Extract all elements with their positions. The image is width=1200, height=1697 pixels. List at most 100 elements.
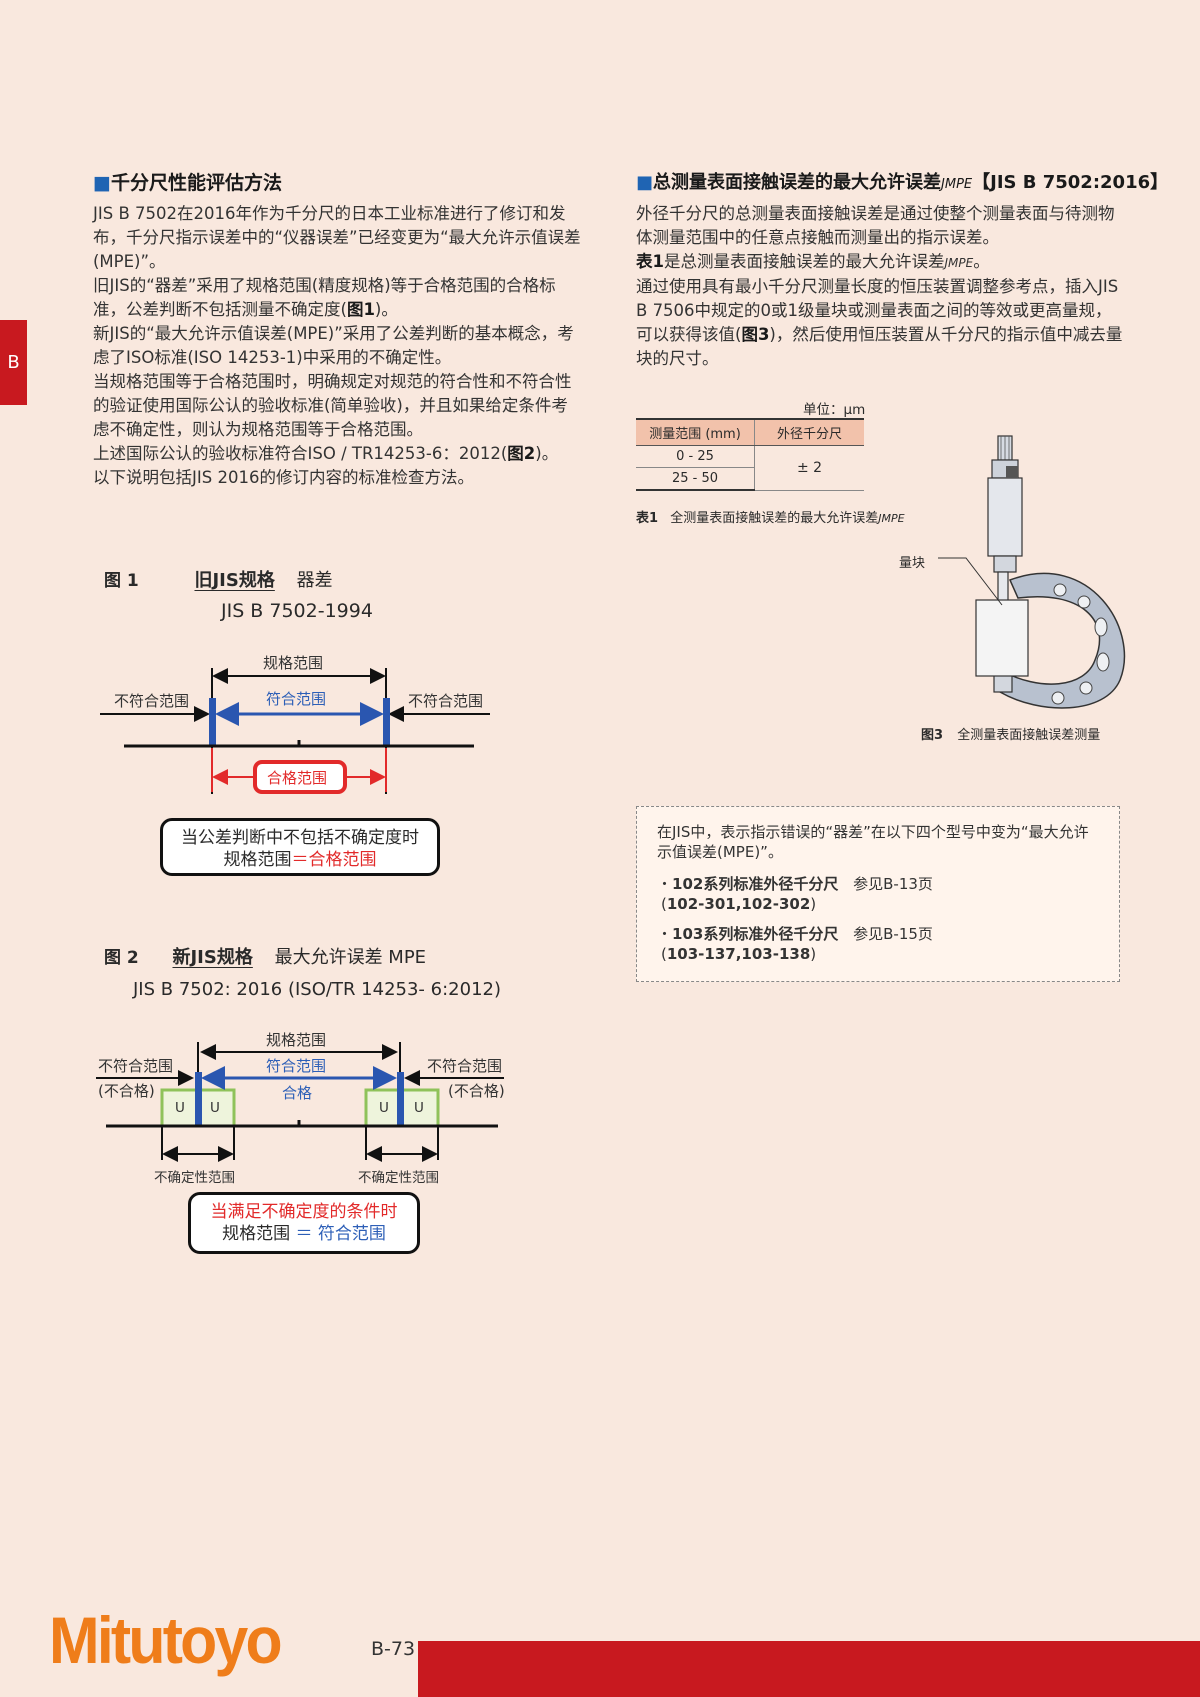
fig2-code: JIS B 7502: 2016 (ISO/TR 14253- 6:2012) — [133, 979, 501, 1000]
fig2-note-line2: 规格范围 ＝ 符合范围 — [191, 1223, 417, 1245]
fig1-note-line2: 规格范围＝合格范围 — [163, 849, 437, 871]
right-p3-ref: 图3 — [741, 325, 770, 344]
right-p2-symbol: JMPE — [944, 256, 974, 270]
left-paragraph-pre: 以下说明包括JIS 2016的修订内容的标准检查方法。 — [93, 468, 474, 487]
left-paragraph: 旧JIS的“器差”采用了规格范围(精度规格)等于合格范围的合格标准，公差判断不包… — [93, 274, 583, 322]
fig2-nonconform-left: 不符合范围 — [98, 1057, 174, 1075]
table1-header: 外径千分尺 — [754, 418, 864, 446]
right-p2-text: 是总测量表面接触误差的最大允许误差 — [663, 252, 945, 271]
left-heading-text: 千分尺性能评估方法 — [110, 172, 282, 194]
u-label: U — [414, 1100, 424, 1116]
fig2-term: 最大允许误差 MPE — [274, 947, 427, 968]
left-paragraph-pre: 新JIS的“最大允许示值误差(MPE)”采用了公差判断的基本概念，考虑了ISO标… — [93, 324, 574, 367]
table1-caption-text: 全测量表面接触误差的最大允许误差 — [670, 511, 879, 526]
left-paragraph: 以下说明包括JIS 2016的修订内容的标准检查方法。 — [93, 466, 583, 490]
micrometer-illustration — [938, 435, 1126, 709]
table-cell: 0 - 25 — [636, 445, 755, 468]
heading-square-icon: ■ — [636, 172, 654, 193]
fig1-pass-label: 合格范围 — [267, 769, 328, 787]
fig1-number: 图 1 — [104, 571, 139, 591]
table1-caption-no: 表1 — [636, 511, 659, 526]
left-paragraph-pre: JIS B 7502在2016年作为千分尺的日本工业标准进行了修订和发布，千分尺… — [93, 204, 581, 271]
left-paragraph-pre: 旧JIS的“器差”采用了规格范围(精度规格)等于合格范围的合格标准，公差判断不包… — [93, 276, 556, 319]
left-paragraph-post: )。 — [535, 444, 559, 463]
mitutoyo-logo[interactable]: Mitutoyo — [49, 1603, 283, 1677]
table1-caption: 表1 全测量表面接触误差的最大允许误差JMPE — [636, 507, 905, 526]
fig1-note-spec: 规格范围 — [223, 850, 292, 870]
fig1-nonconform-right: 不符合范围 — [408, 692, 484, 710]
gauge-block-label: 量块 — [899, 556, 926, 571]
footer-bar — [418, 1641, 1200, 1697]
right-p2: 表1是总测量表面接触误差的最大允许误差JMPE。 — [636, 250, 1124, 275]
left-paragraph-pre: 当规格范围等于合格范围时，明确规定对规范的符合性和不符合性的验证使用国际公认的验… — [93, 372, 572, 439]
note-item: ・102系列标准外径千分尺 参见B-13页 (102-301,102-302) — [657, 875, 933, 913]
left-paragraph: JIS B 7502在2016年作为千分尺的日本工业标准进行了修订和发布，千分尺… — [93, 202, 583, 274]
table-row: 25 - 50 — [636, 467, 864, 491]
fig2-conform-label: 符合范围 — [266, 1057, 327, 1075]
fig2-nonconform-left-sub: (不合格) — [98, 1082, 155, 1100]
right-body: 外径千分尺的总测量表面接触误差是通过使整个测量表面与待测物体测量范围中的任意点接… — [636, 202, 1124, 371]
note-item-title: 102系列标准外径千分尺 — [672, 875, 839, 893]
fig2-nonconform-right: 不符合范围 — [427, 1057, 503, 1075]
table1-unit: 单位：μm — [803, 402, 866, 418]
fig1-diagram — [100, 668, 490, 794]
section-tab[interactable]: B — [0, 320, 27, 405]
fig2-standard: 新JIS规格 — [172, 947, 253, 968]
fig2-spec-label: 规格范围 — [266, 1031, 327, 1049]
left-paragraph: 当规格范围等于合格范围时，明确规定对规范的符合性和不符合性的验证使用国际公认的验… — [93, 370, 583, 442]
table1-header-row: 测量范围 (mm) 外径千分尺 — [636, 418, 864, 446]
fig1-code: JIS B 7502-1994 — [221, 600, 373, 622]
right-p3-post: )，然后使用恒压装置从千分尺的指示值中减去量块的尺寸。 — [636, 325, 1123, 368]
fig2-note-spec: 规格范围 — [222, 1224, 291, 1244]
heading-square-icon: ■ — [93, 172, 111, 194]
fig1-term: 器差 — [296, 570, 333, 591]
table1: 测量范围 (mm) 外径千分尺 0 - 25 ± 2 25 - 50 — [636, 418, 864, 491]
fig2-note: 当满足不确定度的条件时 规格范围 ＝ 符合范围 — [188, 1192, 420, 1254]
fig1-spec-label: 规格范围 — [263, 654, 324, 672]
right-p2-ref: 表1 — [636, 252, 664, 271]
page-number: B-73 — [371, 1638, 416, 1660]
fig3-caption-text: 全测量表面接触误差测量 — [957, 728, 1101, 743]
fig2-diagram — [96, 1042, 504, 1162]
note-item-ref-link[interactable]: 参见B-15页 — [853, 925, 933, 943]
fig2-number: 图 2 — [104, 948, 139, 968]
left-paragraph-pre: 上述国际公认的验收标准符合ISO / TR14253-6：2012( — [93, 444, 508, 463]
u-label: U — [175, 1100, 185, 1116]
model-note-box: 在JIS中，表示指示错误的“器差”在以下四个型号中变为“最大允许示值误差(MPE… — [636, 806, 1120, 982]
right-p3-pre: 通过使用具有最小千分尺测量长度的恒压装置调整参考点，插入JIS B 7506中规… — [636, 277, 1119, 344]
table-cell: 25 - 50 — [636, 467, 755, 491]
fig2-note-line1: 当满足不确定度的条件时 — [210, 1202, 398, 1222]
note-intro: 在JIS中，表示指示错误的“器差”在以下四个型号中变为“最大允许示值误差(MPE… — [657, 823, 1089, 861]
fig3-caption-no: 图3 — [921, 728, 944, 743]
fig2-uncert-right: 不确定性范围 — [358, 1170, 439, 1186]
fig2-pass-label: 合格 — [282, 1084, 313, 1102]
right-heading: ■总测量表面接触误差的最大允许误差JMPE【JIS B 7502:2016】 — [636, 168, 1168, 194]
left-paragraph-bold: 图1 — [346, 300, 375, 319]
fig2-title: 图 2 新JIS规格 最大允许误差 MPE — [104, 943, 426, 969]
left-paragraph: 上述国际公认的验收标准符合ISO / TR14253-6：2012(图2)。 — [93, 442, 583, 466]
fig1-note-pass: ＝合格范围 — [291, 850, 377, 870]
left-paragraph-bold: 图2 — [507, 444, 536, 463]
right-heading-text: 总测量表面接触误差的最大允许误差 — [653, 172, 942, 193]
right-heading-tail: 【JIS B 7502:2016】 — [972, 172, 1169, 193]
fig1-note-line1: 当公差判断中不包括不确定度时 — [181, 828, 419, 848]
fig2-nonconform-right-sub: (不合格) — [448, 1082, 505, 1100]
u-label: U — [210, 1100, 220, 1116]
right-p1: 外径千分尺的总测量表面接触误差是通过使整个测量表面与待测物体测量范围中的任意点接… — [636, 204, 1115, 247]
bullet-icon: ・ — [657, 875, 673, 893]
right-p2-end: 。 — [973, 252, 990, 271]
bullet-icon: ・ — [657, 925, 673, 943]
note-item-ref-link[interactable]: 参见B-13页 — [853, 875, 933, 893]
table1-caption-symbol: JMPE — [878, 512, 905, 525]
table1-header: 测量范围 (mm) — [636, 418, 755, 446]
fig2-uncert-left: 不确定性范围 — [154, 1170, 235, 1186]
fig2-note-conform: ＝ 符合范围 — [295, 1224, 386, 1244]
note-item: ・103系列标准外径千分尺 参见B-15页 (103-137,103-138) — [657, 925, 933, 963]
fig1-title: 图 1 旧JIS规格 器差 — [104, 566, 333, 592]
right-p3: 通过使用具有最小千分尺测量长度的恒压装置调整参考点，插入JIS B 7506中规… — [636, 275, 1124, 371]
table-cell: ± 2 — [754, 445, 864, 491]
fig3-caption: 图3 全测量表面接触误差测量 — [921, 724, 1100, 743]
note-item-models: 103-137,103-138 — [666, 945, 811, 963]
fig1-note: 当公差判断中不包括不确定度时 规格范围＝合格范围 — [160, 818, 440, 876]
right-heading-symbol: JMPE — [941, 177, 973, 192]
